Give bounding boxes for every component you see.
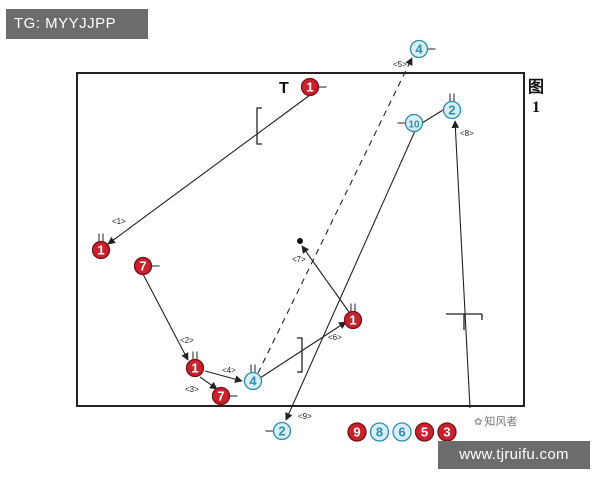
player-red-1-r1-bottom: 1 [185,351,205,378]
player-blue-8-bench-1: 8 [369,422,390,442]
step-label-8: <8> [460,129,474,138]
wechat-icon: ✿ [474,417,483,428]
step-label-7: <7> [292,255,306,264]
player-number: 1 [306,80,313,95]
player-token [347,422,367,442]
step-labels: <1> <2> <3> <4> <5> <6> <7> <8> <9> [112,60,474,421]
step-label-2: <2> [180,336,194,345]
players: 1 1 7 1 7 1 4 4 10 2 2 [91,39,462,441]
player-red-3-bench-4: 3 [437,422,457,442]
player-token [91,240,111,260]
figure-label-char: 图 [527,79,544,96]
step-label-9: <9> [298,412,312,421]
coach-marker: T [279,80,289,97]
player-facing-mark [192,351,198,360]
player-token [414,422,435,442]
player-number: 1 [97,243,104,258]
path-10 [421,109,444,124]
figure-label: 图 1 [527,78,545,118]
player-red-7-r7-left: 7 [133,256,160,276]
channel-tag: TG: MYYJJPP [6,9,148,39]
player-number: 2 [448,103,455,118]
path-4 [204,370,243,383]
player-red-1-r1-top: 1 [300,77,327,97]
movement-lines [107,57,471,421]
player-token [442,100,462,120]
player-blue-4-b4-bottom: 4 [243,364,263,391]
player-token [392,422,412,442]
player-number: 10 [408,120,420,131]
screens [256,107,483,373]
step-label-1: <1> [112,217,126,226]
player-facing-mark [350,303,356,312]
player-red-1-r1-left: 1 [91,233,111,260]
player-token [211,386,231,406]
player-facing-mark [98,233,104,242]
screen-bracket-center [297,337,303,373]
player-token [343,310,363,330]
player-facing-mark [250,364,256,373]
player-token [409,39,429,59]
player-number: 5 [421,425,428,440]
screen-bracket-top-left [256,107,262,145]
player-token [404,113,424,133]
player-number: 7 [217,389,224,404]
path-3 [199,376,218,390]
path-8 [451,120,471,409]
path-5-dashed [257,57,413,374]
step-label-5: <5> [393,60,407,69]
player-number: 1 [191,361,198,376]
player-token [272,421,292,441]
watermark: ✿知风者 [474,413,517,429]
player-red-1-r1-mid: 1 [343,303,363,330]
player-number: 7 [139,259,146,274]
step-label-6: <6> [328,333,342,342]
player-red-9-bench-0: 9 [347,422,367,442]
player-token [369,422,390,442]
player-blue-2-b2-top: 2 [442,93,462,120]
site-tag: www.tjruifu.com [438,441,590,469]
player-number: 8 [376,425,383,440]
player-blue-6-bench-2: 6 [392,422,412,442]
player-token [133,256,153,276]
field-boundary [76,72,525,407]
player-token [300,77,320,97]
step-label-3: <3> [185,385,199,394]
step-label-4: <4> [222,366,236,375]
player-number: 3 [443,425,450,440]
player-number: 4 [249,374,257,389]
player-token [243,371,263,391]
path-1 [107,94,311,245]
player-blue-4-b4-top: 4 [409,39,436,59]
path-6 [259,321,347,379]
player-blue-2-b2-bottom: 2 [265,421,292,441]
player-token [185,358,205,378]
path-7 [301,245,350,313]
player-red-5-bench-3: 5 [414,422,435,442]
player-blue-10-b10: 10 [397,113,424,133]
player-number: 4 [415,42,423,57]
player-red-7-r7-bottom: 7 [211,386,238,406]
player-number: 9 [353,425,360,440]
watermark-text: 知风者 [484,416,518,428]
player-facing-mark [449,93,455,102]
player-number: 6 [398,425,405,440]
path-9 [285,130,416,421]
ball [297,238,303,244]
figure-label-number: 1 [532,99,540,116]
path-2 [142,273,189,361]
player-number: 2 [278,424,285,439]
player-number: 1 [349,313,356,328]
